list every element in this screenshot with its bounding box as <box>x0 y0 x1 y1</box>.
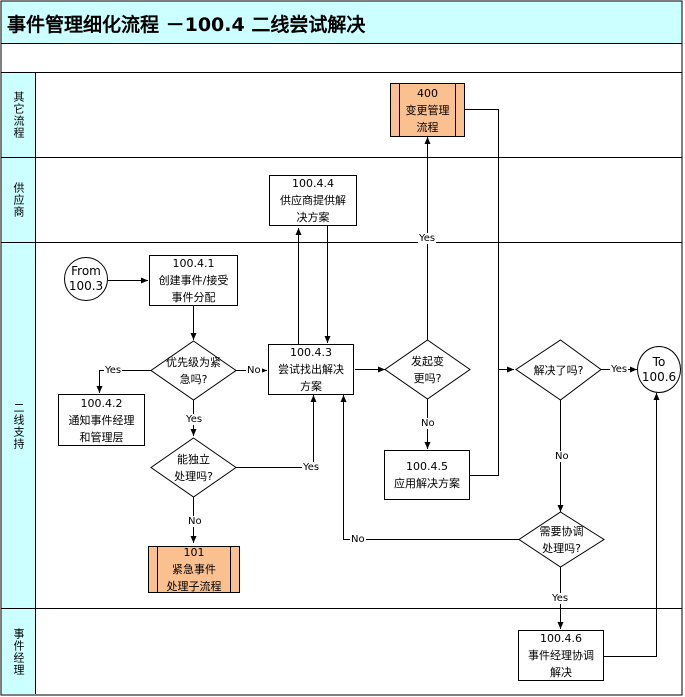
edge-label-independent-no: No <box>187 516 203 527</box>
process-100-4-1[interactable]: 100.4.1 创建事件/接受 事件分配 <box>149 255 238 306</box>
subprocess-101-emergency-incident[interactable]: 101 紧急事件 处理子流程 <box>148 546 240 593</box>
title-bar: 事件管理细化流程 －100.4 二线尝试解决 <box>1 1 682 44</box>
edge-coordinate-no-to-4-3 <box>340 395 520 540</box>
decision-change-shape <box>384 339 471 400</box>
connector-from-100-3[interactable]: From 100.3 <box>64 257 108 301</box>
lane-label-other-process: 其它流程 <box>1 73 36 157</box>
decision-priority-shape <box>150 340 237 401</box>
decision-initiate-change[interactable]: 发起变 更吗? <box>411 355 444 385</box>
process-100-4-6[interactable]: 100.4.6 事件经理协调 解决 <box>518 630 604 681</box>
process-100-4-5[interactable]: 100.4.5 应用解决方案 <box>384 450 470 500</box>
edge-label-resolved-yes: Yes <box>610 364 629 375</box>
lane-title: 其它流程 <box>12 91 25 139</box>
edge-4-5-to-resolved <box>469 369 499 476</box>
subprocess-400-change-management[interactable]: 400 变更管理 流程 <box>390 83 465 137</box>
process-100-4-4[interactable]: 100.4.4 供应商提供解 决方案 <box>269 175 357 226</box>
decision-can-handle-independently[interactable]: 能独立 处理吗? <box>174 453 213 483</box>
lane-label-vendor: 供应商 <box>1 158 36 242</box>
edge-priority-yes-to-4-2 <box>96 370 152 393</box>
diagram-title: 事件管理细化流程 －100.4 二线尝试解决 <box>7 14 366 36</box>
decision-priority-urgent[interactable]: 优先级为紧 急吗? <box>166 356 221 386</box>
edge-label-coordinate-no: No <box>350 534 366 545</box>
lane-title: 二线支持 <box>12 401 25 450</box>
edge-400-to-resolved <box>465 109 514 373</box>
edge-label-priority-no: No <box>246 365 262 376</box>
decision-resolved-shape <box>515 339 602 401</box>
edge-label-change-yes: Yes <box>418 233 437 244</box>
lane-label-incident-manager: 事件经理 <box>1 609 36 694</box>
connector-to-100-6[interactable]: To 100.6 <box>637 346 681 393</box>
edge-label-resolved-no: No <box>554 451 570 462</box>
edge-independent-yes-to-4-3 <box>235 395 317 468</box>
decision-independent-shape <box>150 437 237 498</box>
edge-label-independent-yes: Yes <box>302 462 321 473</box>
edge-label-priority-yes: Yes <box>104 365 123 376</box>
decision-needs-coordination[interactable]: 需要协调 处理吗? <box>539 525 584 555</box>
process-100-4-3[interactable]: 100.4.3 尝试找出解决 方案 <box>268 344 354 395</box>
process-100-4-2[interactable]: 100.4.2 通知事件经理 和管理层 <box>58 394 145 446</box>
edge-label-priority-yes-down: Yes <box>185 414 204 425</box>
lane-label-second-line-support: 二线支持 <box>1 243 36 608</box>
edge-label-change-no: No <box>420 418 436 429</box>
lane-title: 事件经理 <box>12 627 25 676</box>
decision-resolved[interactable]: 解决了吗? <box>533 363 584 377</box>
edge-4-6-to-100-6 <box>604 393 660 657</box>
decision-coordinate-shape <box>518 511 605 568</box>
lane-title: 供应商 <box>12 182 25 218</box>
edge-label-coordinate-yes: Yes <box>551 593 570 604</box>
